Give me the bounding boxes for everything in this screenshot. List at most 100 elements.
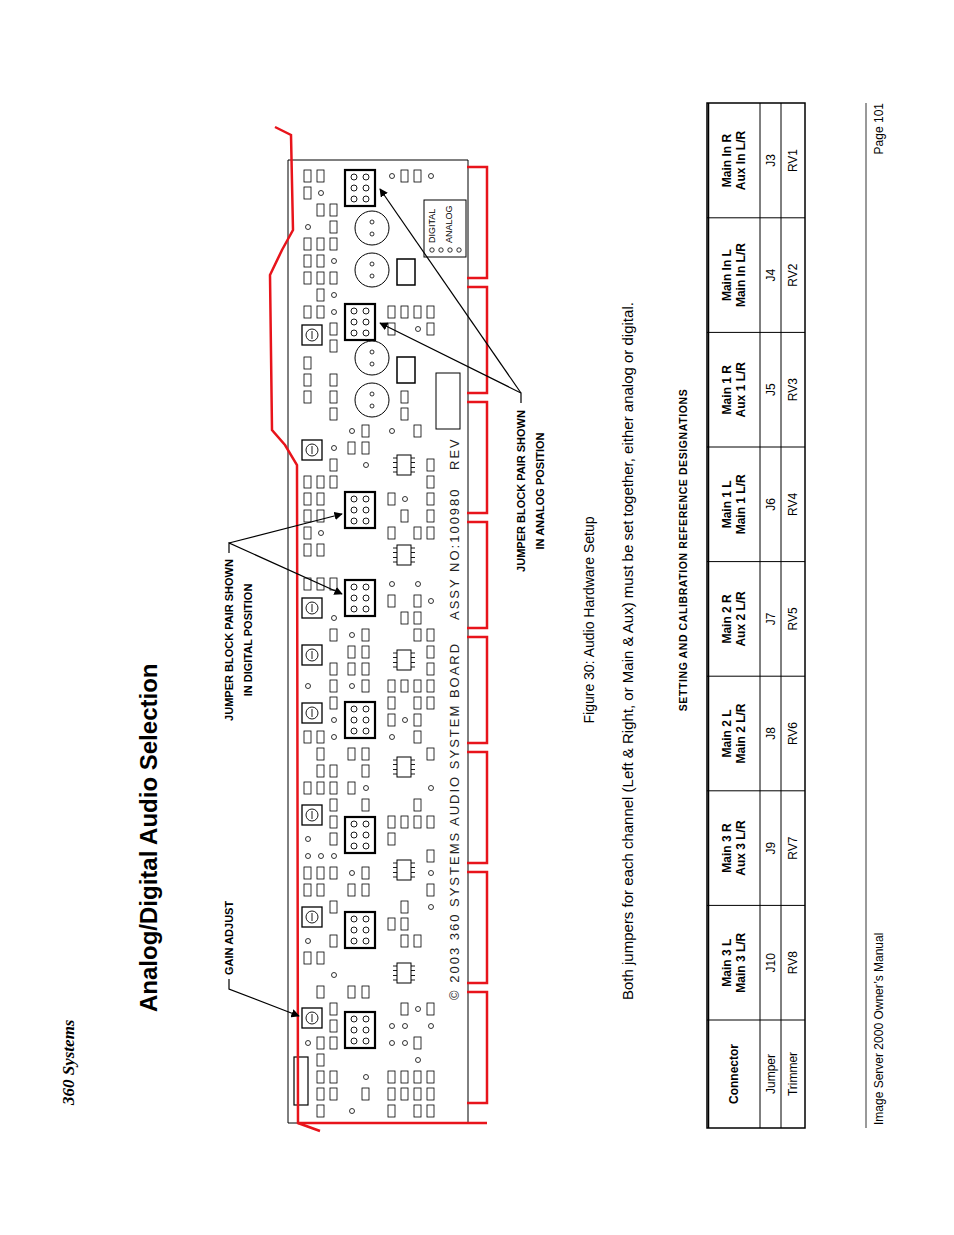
test-point: [332, 718, 337, 723]
switch-box: [424, 200, 466, 257]
ic-body: [397, 650, 411, 670]
table-cell: J5: [760, 332, 781, 447]
jumper-block: [397, 259, 415, 285]
leader-line: [229, 979, 299, 1016]
test-point: [416, 582, 421, 587]
jumper-housing: [345, 1012, 375, 1048]
resistor-symbol: [414, 595, 421, 607]
jumper-block: [345, 170, 375, 206]
jumper-pin: [363, 330, 369, 336]
test-point: [332, 259, 337, 264]
test-point: [429, 1024, 434, 1029]
ic-body: [397, 455, 411, 475]
table-cell: J6: [760, 447, 781, 562]
trimmer-slot: [312, 709, 313, 717]
trimmer-body: [302, 703, 322, 723]
jumper-pin: [351, 1016, 357, 1022]
capacitor-symbol: [355, 383, 389, 417]
ic-body: [397, 757, 411, 777]
test-point: [390, 735, 395, 740]
trimmer-knob: [306, 649, 318, 661]
capacitor-lead: [370, 350, 374, 354]
table-cell: RV8: [781, 905, 805, 1020]
component-outline: [436, 373, 460, 429]
test-point: [390, 174, 395, 179]
resistor-symbol: [304, 493, 311, 505]
resistor-symbol: [414, 170, 421, 182]
switch-pin: [457, 248, 461, 252]
resistor-symbol: [304, 238, 311, 250]
ic-pin: [411, 467, 415, 468]
jumper-pin: [363, 308, 369, 314]
trimmer-slot: [312, 1014, 313, 1022]
jumper-pin: [351, 196, 357, 202]
resistor-symbol: [427, 1071, 434, 1083]
resistor-symbol: [362, 867, 369, 879]
resistor-symbol: [317, 289, 324, 301]
resistor-symbol: [414, 714, 421, 726]
jumper-pin: [351, 606, 357, 612]
trimmer-symbol: [302, 907, 322, 927]
resistor-symbol: [362, 425, 369, 437]
ic-pin: [393, 970, 397, 971]
resistor-symbol: [317, 476, 324, 488]
jumper-pin: [351, 174, 357, 180]
test-point: [306, 854, 311, 859]
resistor-symbol: [317, 170, 324, 182]
resistor-symbol: [362, 884, 369, 896]
resistor-symbol: [427, 493, 434, 505]
trimmer-symbol: [302, 325, 322, 345]
trimmer-body: [302, 907, 322, 927]
resistor-symbol: [330, 901, 337, 913]
jumper-pin: [363, 185, 369, 191]
ic-pin: [411, 562, 415, 563]
table-rule: [781, 103, 782, 1128]
test-point: [403, 718, 408, 723]
trimmer-knob: [306, 809, 318, 821]
trimmer-knob: [306, 444, 318, 456]
resistor-symbol: [304, 884, 311, 896]
resistor-symbol: [427, 646, 434, 658]
resistor-symbol: [330, 238, 337, 250]
resistor-symbol: [388, 680, 395, 692]
resistor-symbol: [401, 510, 408, 522]
resistor-symbol: [304, 357, 311, 369]
jumper-housing: [345, 580, 375, 616]
ic-pin: [411, 662, 415, 663]
test-point: [306, 939, 311, 944]
table-header-cell: Main 1 L Main 1 L/R: [707, 447, 760, 562]
table-cell: J8: [760, 676, 781, 791]
trimmer-knob: [306, 329, 318, 341]
resistor-symbol: [388, 697, 395, 709]
ic-pin: [411, 980, 415, 981]
ic-pin: [411, 764, 415, 765]
jumper-pin: [363, 821, 369, 827]
table-rule: [707, 217, 805, 218]
table-rule: [707, 332, 805, 333]
ic-pin: [393, 462, 397, 463]
jumper-pin: [363, 584, 369, 590]
ic-pin: [411, 769, 415, 770]
jumper-pin: [351, 319, 357, 325]
table-header-cell: Main 3 R Aux 3 L/R: [707, 791, 760, 906]
table-rule: [707, 561, 805, 562]
test-point: [332, 854, 337, 859]
resistor-symbol: [304, 170, 311, 182]
resistor-symbol: [330, 408, 337, 420]
capacitor-body: [355, 341, 389, 375]
capacitor-lead: [370, 404, 374, 408]
trimmer-symbol: [302, 703, 322, 723]
ic-pin: [393, 467, 397, 468]
trimmer-slot: [312, 651, 313, 659]
ic-pin: [393, 877, 397, 878]
resistor-symbol: [317, 782, 324, 794]
trimmer-slot: [312, 446, 313, 454]
resistor-symbol: [414, 527, 421, 539]
leader-line: [229, 514, 342, 543]
resistor-symbol: [388, 816, 395, 828]
resistor-symbol: [317, 1054, 324, 1066]
resistor-symbol: [330, 272, 337, 284]
table-cell: J3: [760, 103, 781, 218]
ic-pin: [411, 667, 415, 668]
